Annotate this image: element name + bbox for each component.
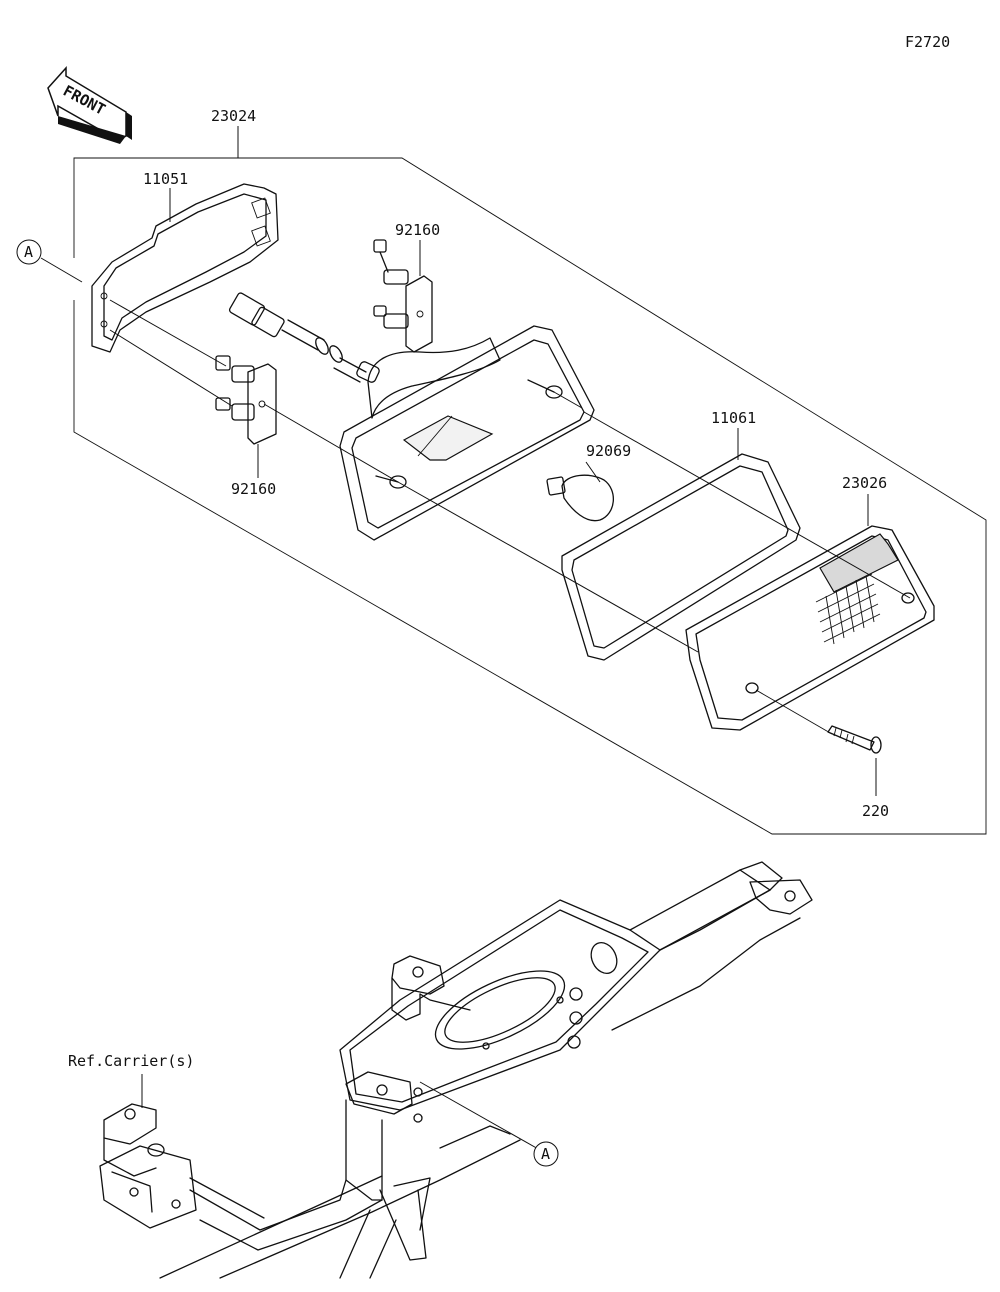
- carrier-frame: [99, 861, 813, 1279]
- part-92069-bulb: [546, 461, 614, 522]
- part-11061-lens-gasket: [561, 428, 801, 661]
- taillight-housing: [339, 325, 595, 541]
- lens-grid: [815, 573, 881, 645]
- callout-a-top: A: [16, 239, 83, 283]
- part-label-23024: 23024: [211, 107, 256, 125]
- part-92160-upper: [373, 239, 433, 353]
- part-23026-lens: [685, 494, 935, 731]
- wire-connector: [228, 292, 367, 383]
- assembly-outline: [73, 157, 987, 835]
- part-label-220: 220: [862, 802, 889, 820]
- assembly-leader-lines: [109, 299, 911, 653]
- front-arrow-icon: FRONT: [47, 66, 132, 144]
- reference-label: Ref.Carrier(s): [68, 1052, 194, 1070]
- part-label-92160-lower: 92160: [231, 480, 276, 498]
- svg-text:A: A: [541, 1145, 550, 1163]
- part-label-11051: 11051: [143, 170, 188, 188]
- part-label-92160-upper: 92160: [395, 221, 440, 239]
- part-label-92069: 92069: [586, 442, 631, 460]
- part-label-11061: 11061: [711, 409, 756, 427]
- svg-text:A: A: [24, 243, 33, 261]
- callout-a-bottom: A: [419, 1081, 559, 1167]
- figure-id: F2720: [905, 33, 950, 51]
- part-220-screw: [755, 689, 882, 796]
- part-label-23026: 23026: [842, 474, 887, 492]
- part-92160-lower: [215, 355, 277, 478]
- part-11051-gasket: [91, 183, 279, 353]
